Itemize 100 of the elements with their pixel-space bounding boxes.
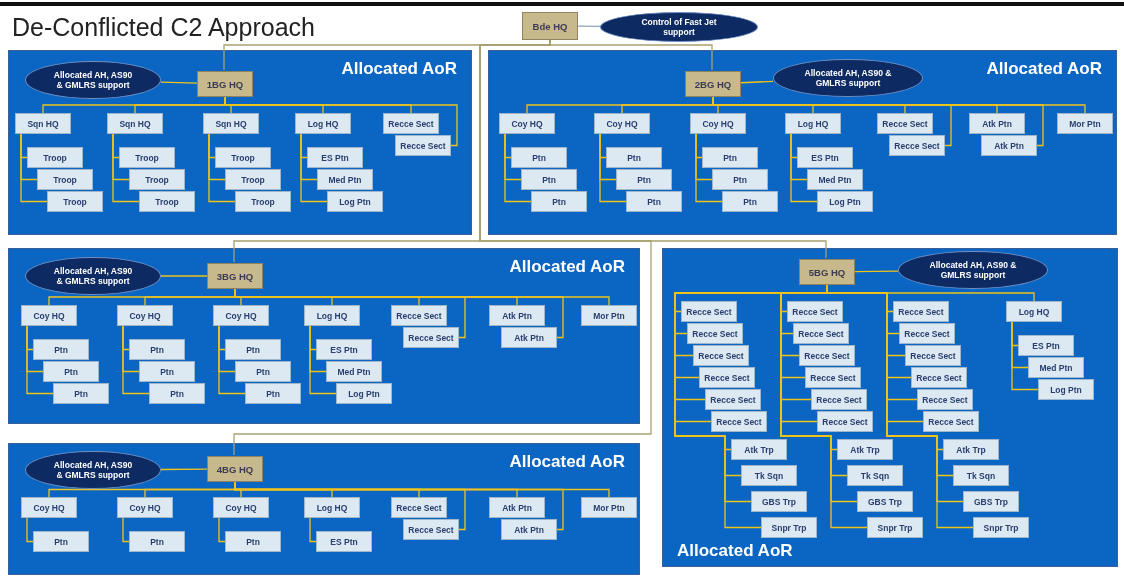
unit-box: Coy HQ	[690, 113, 746, 134]
unit-box: Ptn	[531, 191, 587, 212]
unit-box: Recce Sect	[799, 345, 855, 366]
unit-box: Recce Sect	[899, 323, 955, 344]
unit-box: Log HQ	[1006, 301, 1062, 322]
unit-box: Atk Ptn	[489, 497, 545, 518]
unit-box: Coy HQ	[499, 113, 555, 134]
unit-box: Coy HQ	[213, 497, 269, 518]
unit-box: ES Ptn	[316, 531, 372, 552]
unit-box: Troop	[37, 169, 93, 190]
headquarters-box: 5BG HQ	[799, 259, 855, 285]
unit-box: Recce Sect	[383, 113, 439, 134]
unit-box: Snpr Trp	[761, 517, 817, 538]
unit-box: Recce Sect	[693, 345, 749, 366]
unit-box: Recce Sect	[917, 389, 973, 410]
unit-box: Mor Ptn	[581, 497, 637, 518]
headquarters-box: 1BG HQ	[197, 71, 253, 97]
connector-line	[300, 133, 328, 203]
support-oval: Allocated AH, AS90 & GMLRS support	[25, 451, 161, 489]
unit-box: Recce Sect	[391, 305, 447, 326]
unit-box: Recce Sect	[403, 519, 459, 540]
unit-box: Ptn	[33, 339, 89, 360]
unit-box: Med Ptn	[807, 169, 863, 190]
connector-line	[854, 270, 899, 273]
unit-box: Log HQ	[295, 113, 351, 134]
unit-box: Mor Ptn	[1057, 113, 1113, 134]
unit-box: Snpr Trp	[973, 517, 1029, 538]
unit-box: Coy HQ	[213, 305, 269, 326]
unit-box: Recce Sect	[705, 389, 761, 410]
unit-box: Troop	[235, 191, 291, 212]
unit-box: Recce Sect	[893, 301, 949, 322]
unit-box: GBS Trp	[857, 491, 913, 512]
unit-box: Recce Sect	[877, 113, 933, 134]
unit-box: Recce Sect	[923, 411, 979, 432]
unit-box: Troop	[129, 169, 185, 190]
connector-line	[599, 133, 627, 203]
unit-box: Troop	[27, 147, 83, 168]
unit-box: ES Ptn	[797, 147, 853, 168]
unit-box: Ptn	[235, 361, 291, 382]
unit-box: Troop	[215, 147, 271, 168]
unit-box: Log HQ	[304, 305, 360, 326]
unit-box: Recce Sect	[889, 135, 945, 156]
headquarters-box: Bde HQ	[522, 12, 578, 40]
unit-box: Coy HQ	[594, 113, 650, 134]
unit-box: Atk Trp	[731, 439, 787, 460]
unit-box: Ptn	[139, 361, 195, 382]
unit-box: ES Ptn	[1018, 335, 1074, 356]
unit-box: Recce Sect	[787, 301, 843, 322]
unit-box: Recce Sect	[793, 323, 849, 344]
unit-box: Recce Sect	[805, 367, 861, 388]
connector-line	[1011, 321, 1039, 391]
connector-line	[160, 468, 208, 471]
unit-box: Atk Trp	[837, 439, 893, 460]
unit-box: Troop	[47, 191, 103, 212]
unit-box: Ptn	[521, 169, 577, 190]
panel-heading: Allocated AoR	[509, 452, 625, 472]
unit-box: Ptn	[43, 361, 99, 382]
unit-box: Recce Sect	[905, 345, 961, 366]
unit-box: Sqn HQ	[15, 113, 71, 134]
unit-box: Log Ptn	[336, 383, 392, 404]
unit-box: Atk Trp	[943, 439, 999, 460]
unit-box: Recce Sect	[403, 327, 459, 348]
unit-box: Mor Ptn	[581, 305, 637, 326]
unit-box: Coy HQ	[117, 305, 173, 326]
unit-box: Recce Sect	[699, 367, 755, 388]
unit-box: Recce Sect	[811, 389, 867, 410]
connector-line	[224, 96, 458, 147]
unit-box: Ptn	[511, 147, 567, 168]
panel-heading: Allocated AoR	[986, 59, 1102, 79]
unit-box: Tk Sqn	[741, 465, 797, 486]
unit-box: Ptn	[129, 339, 185, 360]
area-panel	[488, 50, 1117, 235]
connector-line	[504, 133, 532, 203]
area-panel	[8, 443, 640, 575]
unit-box: Med Ptn	[1028, 357, 1084, 378]
unit-box: Coy HQ	[117, 497, 173, 518]
unit-box: Log Ptn	[817, 191, 873, 212]
unit-box: Recce Sect	[681, 301, 737, 322]
area-panel	[662, 248, 1118, 567]
unit-box: Recce Sect	[687, 323, 743, 344]
unit-box: Log HQ	[785, 113, 841, 134]
unit-box: Log Ptn	[1038, 379, 1094, 400]
headquarters-box: 2BG HQ	[685, 71, 741, 97]
connector-line	[218, 325, 246, 395]
support-oval: Allocated AH, AS90 & GMLRS support	[898, 251, 1048, 289]
connector-line	[112, 133, 140, 203]
unit-box: Snpr Trp	[867, 517, 923, 538]
unit-box: GBS Trp	[963, 491, 1019, 512]
unit-box: Recce Sect	[911, 367, 967, 388]
connector-line	[218, 517, 226, 543]
unit-box: Sqn HQ	[107, 113, 163, 134]
unit-box: Ptn	[129, 531, 185, 552]
connector-line	[20, 133, 48, 203]
unit-box: Atk Ptn	[501, 327, 557, 348]
connector-line	[790, 133, 818, 203]
connector-line	[208, 133, 236, 203]
unit-box: Recce Sect	[391, 497, 447, 518]
connector-line	[740, 80, 774, 84]
area-panel	[8, 248, 640, 424]
support-oval: Allocated AH, AS90 & GMLRS support	[25, 61, 161, 99]
